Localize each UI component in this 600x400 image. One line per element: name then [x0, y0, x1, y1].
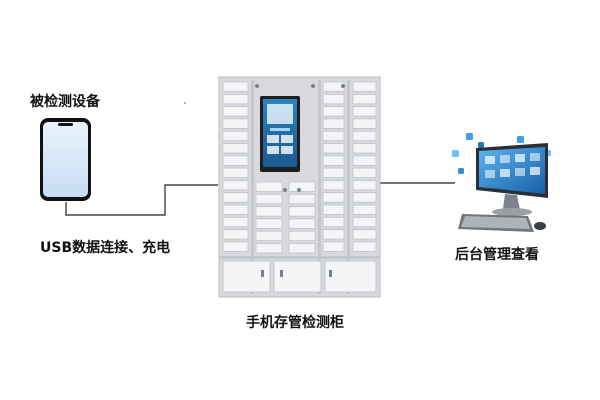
locker-door: [322, 81, 345, 92]
locker-door: [222, 93, 249, 105]
locker-door: [322, 204, 345, 215]
locker-door: [322, 180, 345, 191]
locker-door: [322, 130, 345, 142]
locker-door: [352, 204, 377, 215]
locker-door: [322, 192, 345, 203]
locker-door: [255, 193, 283, 205]
locker-door: [222, 216, 249, 228]
locker-door: [288, 243, 316, 254]
locker-door: [322, 167, 345, 178]
locker-door: [352, 93, 377, 105]
locker-door: [255, 181, 283, 192]
locker-door: [255, 218, 283, 229]
phone-icon: [40, 118, 91, 201]
locker-door: [255, 230, 283, 242]
locker-door: [352, 229, 377, 240]
locker-door: [352, 118, 377, 129]
locker-door: [288, 218, 316, 229]
locker-door: [288, 206, 316, 217]
locker-door: [222, 118, 249, 129]
locker-door: [352, 216, 377, 228]
backend-label: 后台管理查看: [455, 247, 539, 263]
locker-door: [322, 93, 345, 105]
locker-door: [352, 167, 377, 178]
bottom-cabinet-doors: [222, 260, 377, 293]
locker-door: [288, 193, 316, 205]
device-label: 被检测设备: [30, 94, 100, 110]
locker-door: [322, 216, 345, 228]
locker-door: [352, 106, 377, 117]
cabinet-label: 手机存管检测柜: [246, 315, 344, 331]
locker-door: [222, 106, 249, 117]
locker-door: [222, 130, 249, 142]
decor-dot: [184, 102, 186, 104]
locker-door: [222, 167, 249, 178]
locker-door: [352, 143, 377, 154]
locker-door: [222, 180, 249, 191]
locker-door: [322, 229, 345, 240]
locker-door: [352, 130, 377, 142]
locker-door: [352, 241, 377, 252]
locker-door: [222, 143, 249, 154]
locker-door: [322, 143, 345, 154]
locker-door: [322, 106, 345, 117]
locker-door: [352, 155, 377, 166]
locker-door: [255, 243, 283, 254]
locker-door: [352, 81, 377, 92]
computer-icon: [452, 133, 551, 232]
locker-door: [255, 206, 283, 217]
locker-door: [222, 229, 249, 240]
locker-door: [322, 118, 345, 129]
locker-door: [352, 180, 377, 191]
usb-cable: [65, 184, 218, 216]
usb-connection-label: USB数据连接、充电: [40, 240, 171, 256]
locker-door: [222, 81, 249, 92]
locker-door: [222, 204, 249, 215]
lock-icons: [255, 84, 345, 192]
kiosk-screen: [260, 96, 300, 172]
locker-door: [288, 230, 316, 242]
locker-door: [352, 192, 377, 203]
locker-door: [222, 155, 249, 166]
locker-door: [222, 192, 249, 203]
locker-door: [222, 241, 249, 252]
locker-door: [322, 241, 345, 252]
locker-door: [322, 155, 345, 166]
storage-cabinet: [218, 76, 381, 298]
locker-door: [288, 181, 316, 192]
